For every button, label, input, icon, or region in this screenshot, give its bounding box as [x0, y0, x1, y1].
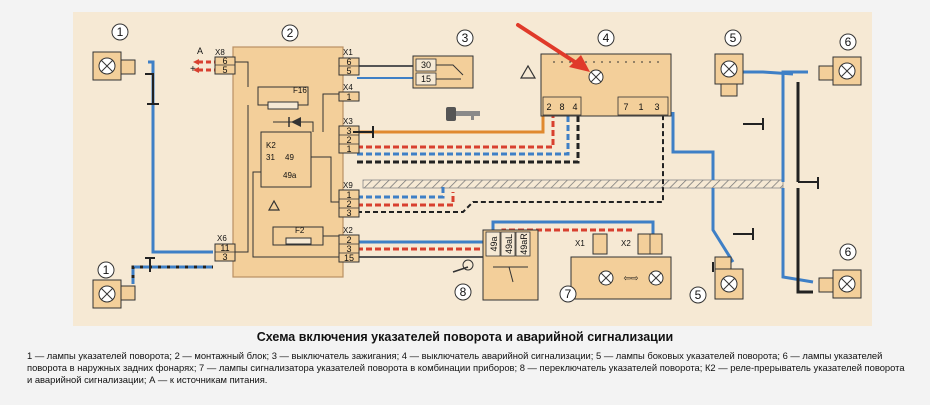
x1-pin-6: 6: [346, 57, 351, 67]
stalk-icon: [462, 259, 474, 271]
relay-pin-49a: 49a: [283, 171, 297, 180]
sw8-pin-49ar: 49aR: [519, 233, 529, 255]
ground-symbols: [145, 103, 764, 272]
red-arrow-icon: [516, 23, 590, 72]
ignition-pin-15: 15: [421, 74, 431, 84]
lamp-1-bottom: 1: [92, 261, 136, 309]
sw4-pin-3: 3: [654, 102, 659, 112]
rear-lamp-6-bottom: 6: [818, 243, 862, 299]
connector-x4-label: X4: [343, 83, 353, 92]
x8-pin-6: 6: [222, 56, 227, 66]
label-4: 4: [603, 31, 610, 45]
ignition-switch: 3 30 15: [412, 29, 480, 121]
label-plus: +: [190, 64, 196, 75]
label-a: A: [197, 46, 203, 56]
label-8: 8: [460, 285, 467, 299]
connector-x3-label: X3: [343, 117, 353, 126]
x9-pin-3: 3: [346, 208, 351, 218]
caption-legend: 1 — лампы указателей поворота; 2 — монта…: [27, 350, 905, 385]
c7-x1-label: X1: [575, 239, 585, 248]
lamp-1-top: 1: [92, 23, 136, 81]
instrument-cluster: X1 X2 ⇦⇨ 7: [559, 233, 672, 303]
mounting-block: F16 K2 31 49 49a F2: [232, 46, 344, 278]
sw4-pin-7: 7: [623, 102, 628, 112]
key-icon: [446, 107, 480, 121]
x3-pin-2: 2: [346, 135, 351, 145]
connector-x1-label: X1: [343, 48, 353, 57]
sw8-pin-49al: 49aL: [504, 234, 514, 254]
wiring-diagram: F16 K2 31 49 49a F2 X8 6 5 A + X1: [73, 12, 872, 326]
x2-pin-2: 2: [346, 235, 351, 245]
label-5-bottom: 5: [695, 288, 702, 302]
x9-pin-1: 1: [346, 190, 351, 200]
x1-pin-5: 5: [346, 66, 351, 76]
connector-x6-label: X6: [217, 234, 227, 243]
x9-pin-2: 2: [346, 199, 351, 209]
connector-x8-label: X8: [215, 48, 225, 57]
c7-x2-label: X2: [621, 239, 631, 248]
side-lamp-5-top: 5: [714, 29, 744, 97]
label-7: 7: [565, 287, 572, 301]
label-1-top: 1: [117, 25, 124, 39]
label-1-bottom: 1: [103, 263, 110, 277]
rear-lamp-6-top: 6: [818, 33, 862, 86]
x6-pin-3: 3: [222, 252, 227, 262]
sw4-pin-8: 8: [559, 102, 564, 112]
turn-signal-switch: 49a 49aL 49aR 8: [452, 229, 539, 301]
label-6-bottom: 6: [845, 245, 852, 259]
relay-k2-label: K2: [266, 141, 276, 150]
x8-pin-5: 5: [222, 65, 227, 75]
fuse-f2-label: F2: [295, 226, 305, 235]
sw4-pin-1: 1: [638, 102, 643, 112]
sw8-pin-49a: 49a: [489, 236, 499, 251]
side-lamp-5-bottom: 5: [689, 256, 744, 304]
sw4-pin-4: 4: [572, 102, 577, 112]
hazard-switch: 4 2 8 4 7 1 3: [519, 29, 672, 117]
label-2: 2: [287, 26, 294, 40]
x2-pin-15: 15: [344, 253, 354, 263]
x6-pin-11: 11: [220, 243, 229, 253]
label-5-top: 5: [730, 31, 737, 45]
ignition-pin-30: 30: [421, 60, 431, 70]
relay-pin-49: 49: [285, 153, 294, 162]
x3-pin-1: 1: [346, 144, 351, 154]
x4-pin-1: 1: [346, 92, 351, 102]
connectors: X8 6 5 A + X1 6 5 X4 1 X3 3 2 1 X9 1 2 3: [190, 46, 360, 263]
arrows-icon: ⇦⇨: [623, 273, 639, 283]
connector-x9-label: X9: [343, 181, 353, 190]
connector-x2-label: X2: [343, 226, 353, 235]
label-6-top: 6: [845, 35, 852, 49]
caption-title: Схема включения указателей поворота и ав…: [256, 330, 674, 344]
fuse-f16-label: F16: [293, 86, 307, 95]
label-3: 3: [462, 31, 469, 45]
relay-pin-31: 31: [266, 153, 275, 162]
x3-pin-3: 3: [346, 126, 351, 136]
sw4-pin-2: 2: [546, 102, 551, 112]
hazard-triangle-icon: [519, 64, 537, 79]
warning-triangle-icon: [267, 199, 281, 211]
x2-pin-3: 3: [346, 244, 351, 254]
